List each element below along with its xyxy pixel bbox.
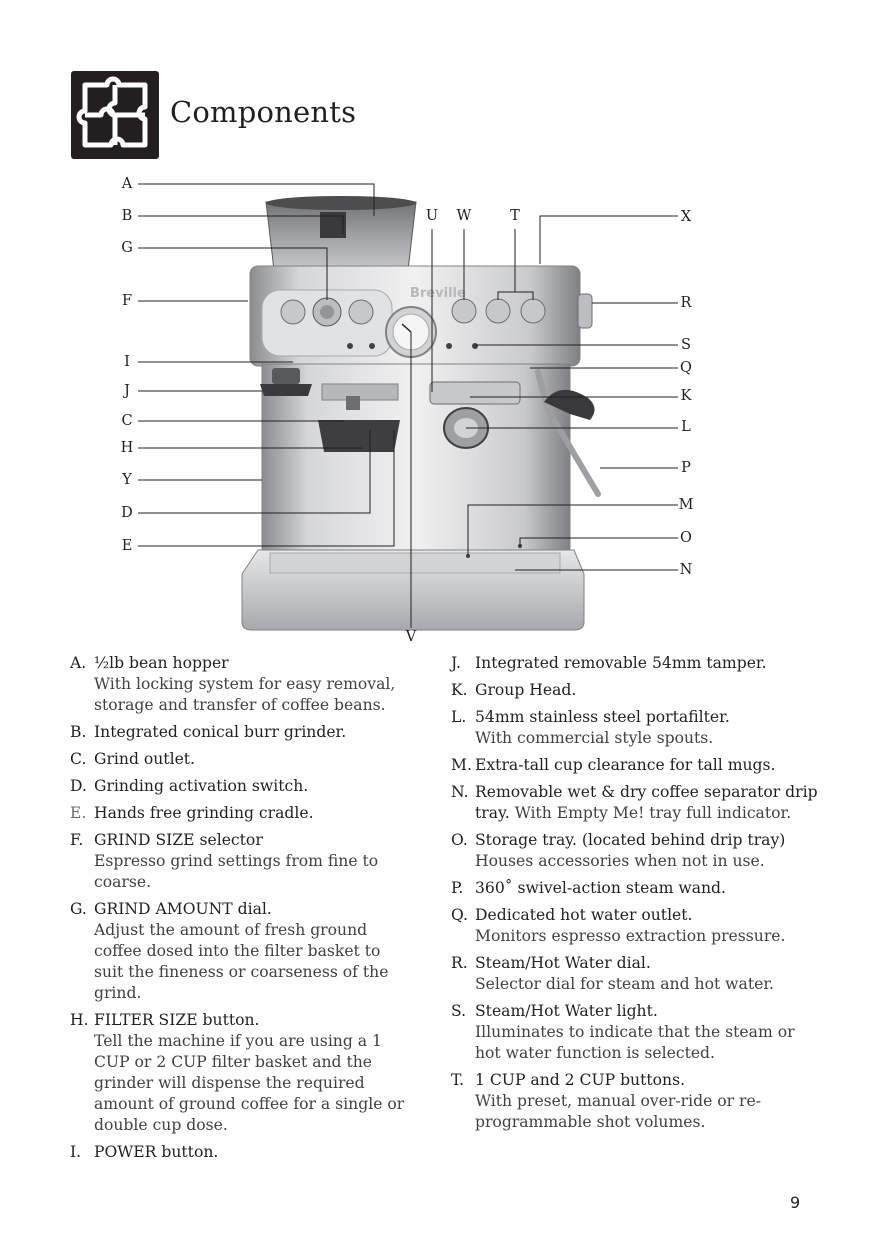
list-item-q: Q. Dedicated hot water outlet.Monitors e… [451, 906, 786, 945]
list-item-o: O. Storage tray. (located behind drip tr… [451, 831, 786, 870]
components-diagram: Breville [0, 165, 875, 650]
brand-logo: Breville [410, 286, 466, 301]
list-item-g: G. GRIND AMOUNT dial.Adjust the amount o… [70, 900, 389, 1002]
callout-w: W [456, 208, 472, 224]
callout-k: K [680, 388, 692, 404]
callout-c: C [121, 413, 133, 429]
callout-p: P [681, 460, 691, 476]
espresso-machine-illustration: Breville [138, 183, 678, 631]
callout-i: I [124, 354, 130, 370]
list-item-h: H. FILTER SIZE button.Tell the machine i… [70, 1011, 405, 1134]
callout-s: S [681, 337, 691, 353]
list-item-t: T. 1 CUP and 2 CUP buttons.With preset, … [451, 1071, 762, 1131]
callout-u: U [425, 208, 439, 224]
callout-e: E [121, 538, 133, 554]
list-item-r: R. Steam/Hot Water dial.Selector dial fo… [451, 954, 775, 993]
callout-l: L [681, 419, 691, 435]
callout-a: A [121, 176, 133, 192]
list-item-j: J. Integrated removable 54mm tamper. [451, 654, 767, 672]
callout-o: O [680, 530, 692, 546]
callout-v: V [405, 629, 417, 645]
list-item-k: K. Group Head. [451, 681, 577, 699]
list-item-s: S. Steam/Hot Water light.Illuminates to … [451, 1002, 795, 1062]
list-item-e: E. Hands free grinding cradle. [70, 804, 314, 822]
callout-h: H [120, 440, 134, 456]
list-item-d: D. Grinding activation switch. [70, 777, 309, 795]
callout-j: J [124, 383, 130, 399]
page-number: 9 [790, 1193, 801, 1212]
list-item-p: P. 360˚ swivel-action steam wand. [451, 879, 726, 897]
callout-leader-lines [138, 183, 678, 628]
callout-f: F [121, 293, 133, 309]
callout-x: X [680, 209, 692, 225]
page-title: Components [170, 95, 357, 129]
callout-d: D [121, 505, 133, 521]
puzzle-icon [71, 71, 159, 159]
list-item-c: C. Grind outlet. [70, 750, 196, 768]
callout-n: N [679, 562, 693, 578]
callout-g: G [121, 240, 133, 256]
callout-b: B [121, 208, 133, 224]
list-item-b: B. Integrated conical burr grinder. [70, 723, 347, 741]
callout-r: R [680, 295, 692, 311]
list-item-m: M. Extra-tall cup clearance for tall mug… [451, 756, 776, 774]
list-item-l: L. 54mm stainless steel portafilter.With… [451, 708, 730, 747]
callout-y: Y [122, 472, 132, 488]
callout-t: T [510, 208, 520, 224]
list-item-i: I. POWER button. [70, 1143, 219, 1161]
list-item-n: N. Removable wet & dry coffee separator … [451, 783, 818, 822]
components-list-right: J. Integrated removable 54mm tamper. K. … [451, 653, 821, 1139]
callout-m: M [678, 497, 694, 513]
callout-q: Q [680, 360, 692, 376]
